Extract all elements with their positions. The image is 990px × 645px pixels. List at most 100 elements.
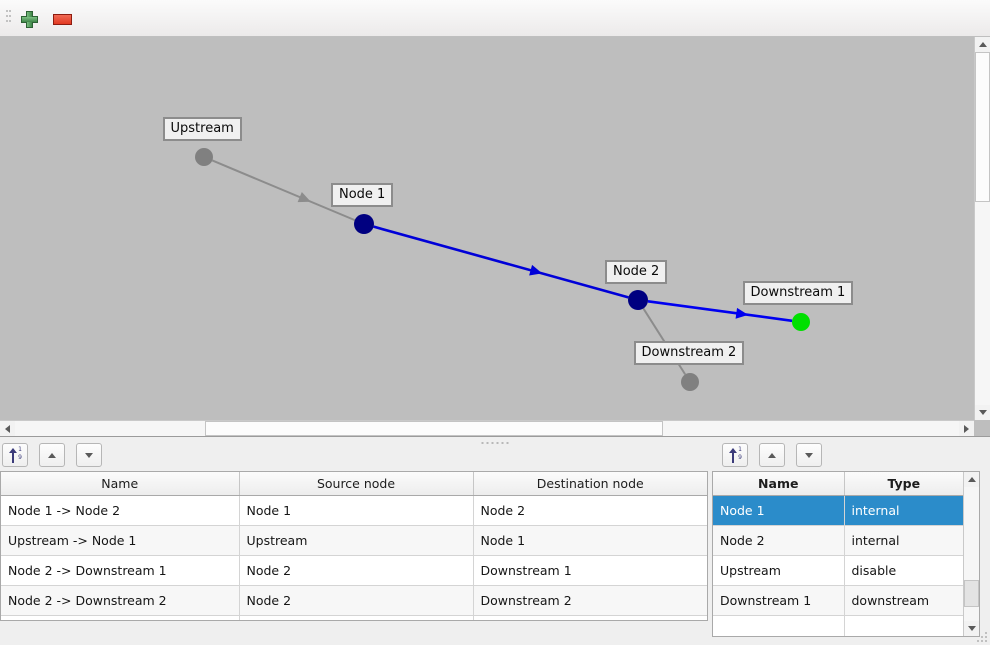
graph-node-node1[interactable] xyxy=(354,214,374,234)
nodes-vscroll-thumb[interactable] xyxy=(964,580,979,607)
nodes-table-header-row: Name Type xyxy=(713,472,963,496)
chevron-up-icon xyxy=(978,42,987,47)
minus-icon xyxy=(52,13,72,25)
graph-edge-node1-node2[interactable] xyxy=(373,225,629,299)
chevron-down-icon xyxy=(978,410,987,415)
chevron-left-icon xyxy=(5,424,10,433)
edges-empty-cell xyxy=(239,615,474,620)
graph-edge-upstream-node1[interactable] xyxy=(211,159,356,222)
nodes-column-name[interactable]: Name xyxy=(713,472,845,496)
panel-splitter[interactable] xyxy=(0,438,990,448)
nodes-move-up-button[interactable] xyxy=(758,443,785,467)
edges-table-empty-row xyxy=(1,615,707,620)
graph-node-label-downstream2[interactable]: Downstream 2 xyxy=(633,341,745,365)
nodes-empty-cell xyxy=(844,615,963,636)
edge-name-cell[interactable]: Node 2 -> Downstream 1 xyxy=(1,555,240,586)
graph-edges-layer xyxy=(211,159,793,375)
canvas-horizontal-scrollbar[interactable] xyxy=(0,420,974,436)
edges-table[interactable]: Name Source node Destination node Node 1… xyxy=(0,471,708,621)
scroll-right-button[interactable] xyxy=(959,421,974,436)
scroll-left-button[interactable] xyxy=(0,421,15,436)
edge-destination-cell[interactable]: Node 1 xyxy=(473,525,707,556)
graph-node-downstream1[interactable] xyxy=(792,313,810,331)
scroll-up-button[interactable] xyxy=(975,37,990,52)
graph-node-downstream2[interactable] xyxy=(681,373,699,391)
nodes-column-type[interactable]: Type xyxy=(844,472,963,496)
nodes-table-empty-row xyxy=(713,615,963,636)
graph-edge-node2-downstream1[interactable] xyxy=(647,300,793,323)
node-type-cell[interactable]: disable xyxy=(844,555,963,586)
window-resize-grip[interactable] xyxy=(976,631,987,642)
nodes-scroll-down-button[interactable] xyxy=(964,621,979,636)
triangle-up-icon xyxy=(47,452,56,458)
edges-column-destination[interactable]: Destination node xyxy=(473,472,707,496)
nodes-empty-cell xyxy=(713,615,845,636)
scroll-down-button[interactable] xyxy=(975,405,990,420)
nodes-scroll-up-button[interactable] xyxy=(964,472,979,487)
edges-column-name[interactable]: Name xyxy=(1,472,240,496)
edges-move-up-button[interactable] xyxy=(38,443,65,467)
chevron-right-icon xyxy=(964,424,969,433)
edges-table-header-row: Name Source node Destination node xyxy=(1,472,707,496)
drag-handle-icon[interactable] xyxy=(6,10,11,28)
node-name-cell[interactable]: Node 2 xyxy=(713,525,845,556)
triangle-down-icon xyxy=(84,452,93,458)
edge-source-cell[interactable]: Node 2 xyxy=(239,585,474,616)
node-name-cell[interactable]: Downstream 1 xyxy=(713,585,845,616)
node-type-cell[interactable]: downstream xyxy=(844,585,963,616)
canvas-vertical-scrollbar[interactable] xyxy=(974,37,990,420)
graph-node-label-downstream1[interactable]: Downstream 1 xyxy=(742,281,854,305)
graph-node-label-node2[interactable]: Node 2 xyxy=(605,260,668,284)
edge-source-cell[interactable]: Upstream xyxy=(239,525,474,556)
canvas-hscroll-thumb[interactable] xyxy=(205,421,663,436)
graph-node-label-upstream[interactable]: Upstream xyxy=(162,117,242,141)
edge-destination-cell[interactable]: Downstream 2 xyxy=(473,585,707,616)
triangle-down-icon xyxy=(804,452,813,458)
graph-node-upstream[interactable] xyxy=(195,148,213,166)
nodes-move-down-button[interactable] xyxy=(795,443,822,467)
node-name-cell[interactable]: Node 1 xyxy=(713,495,845,526)
chevron-down-icon xyxy=(967,626,976,631)
edges-column-source[interactable]: Source node xyxy=(239,472,474,496)
edge-name-cell[interactable]: Node 2 -> Downstream 2 xyxy=(1,585,240,616)
node-name-cell[interactable]: Upstream xyxy=(713,555,845,586)
edges-move-down-button[interactable] xyxy=(75,443,102,467)
graph-edge-arrow-node1-node2 xyxy=(529,264,543,276)
edge-name-cell[interactable]: Node 1 -> Node 2 xyxy=(1,495,240,526)
canvas-vscroll-thumb[interactable] xyxy=(975,52,990,202)
edge-destination-cell[interactable]: Downstream 1 xyxy=(473,555,707,586)
graph-node-node2[interactable] xyxy=(628,290,648,310)
triangle-up-icon xyxy=(767,452,776,458)
add-node-button[interactable] xyxy=(16,8,42,30)
splitter-grip-icon xyxy=(481,442,509,444)
node-type-cell[interactable]: internal xyxy=(844,525,963,556)
nodes-vertical-scrollbar[interactable] xyxy=(963,472,979,636)
graph-node-label-node1[interactable]: Node 1 xyxy=(331,183,394,207)
node-type-cell[interactable]: internal xyxy=(844,495,963,526)
edge-source-cell[interactable]: Node 2 xyxy=(239,555,474,586)
plus-icon xyxy=(20,10,38,28)
edge-name-cell[interactable]: Upstream -> Node 1 xyxy=(1,525,240,556)
edge-destination-cell[interactable]: Node 2 xyxy=(473,495,707,526)
delete-node-button[interactable] xyxy=(49,8,75,30)
edge-source-cell[interactable]: Node 1 xyxy=(239,495,474,526)
